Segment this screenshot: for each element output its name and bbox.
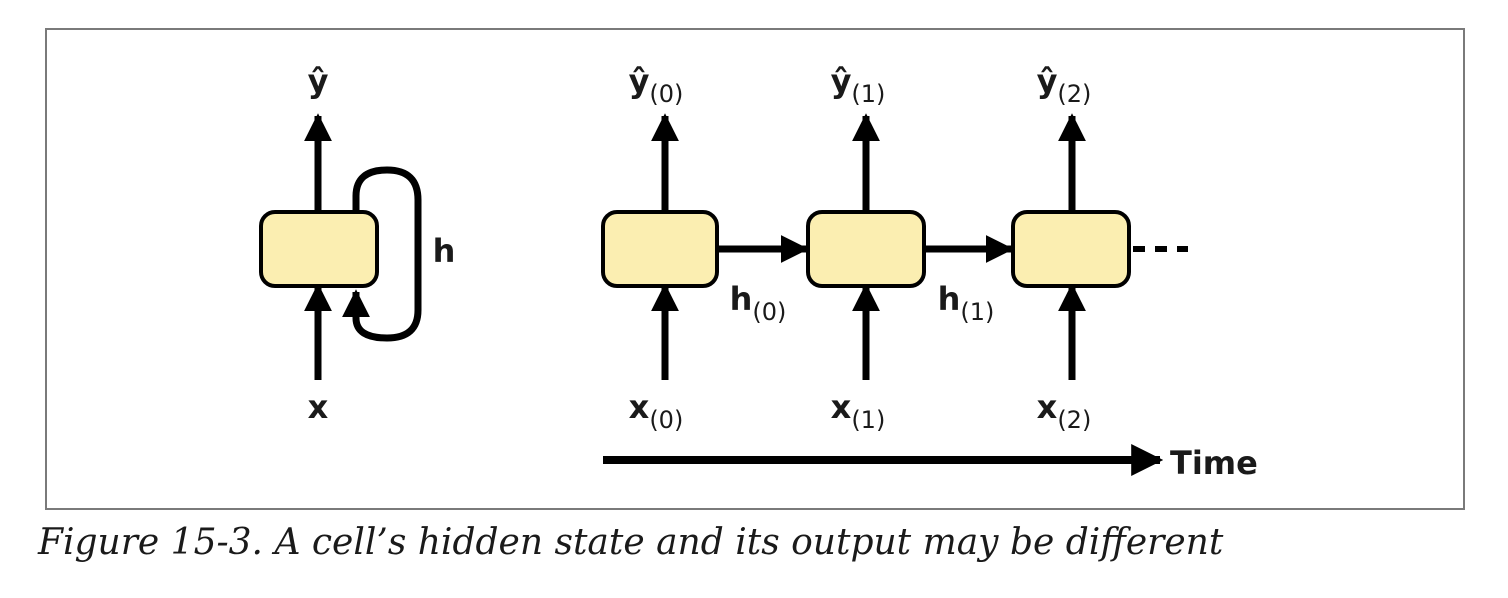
output-label-0: ŷ(0) <box>629 62 684 108</box>
output-label-2-main: ŷ <box>1037 62 1058 100</box>
hidden-label-0: h(0) <box>730 280 787 326</box>
input-label-2: x(2) <box>1037 388 1092 434</box>
input-label-2-main: x <box>1037 388 1058 426</box>
input-label-0: x(0) <box>629 388 684 434</box>
unrolled-group: ŷ(0) x(0) ŷ(1) x(1) ŷ(2) <box>601 62 1258 482</box>
input-label-1-main: x <box>831 388 852 426</box>
folded-output-label: ŷ <box>308 62 329 100</box>
time-step-2: ŷ(2) x(2) <box>1011 62 1131 434</box>
time-axis-label: Time <box>1170 444 1258 482</box>
output-label-1-main: ŷ <box>831 62 852 100</box>
output-label-1-sub: (1) <box>851 80 885 108</box>
cell-2 <box>1011 210 1131 288</box>
time-step-0: ŷ(0) x(0) <box>601 62 719 434</box>
output-label-2-sub: (2) <box>1057 80 1091 108</box>
recurrent-loop-arrow <box>342 166 422 342</box>
folded-hidden-label: h <box>433 232 456 270</box>
folded-cell-group: ŷ x h <box>259 62 456 426</box>
input-label-0-main: x <box>629 388 650 426</box>
hidden-label-1-sub: (1) <box>960 298 994 326</box>
hidden-label-0-sub: (0) <box>752 298 786 326</box>
output-label-0-sub: (0) <box>649 80 683 108</box>
hidden-label-1-main: h <box>938 280 961 318</box>
hidden-label-1: h(1) <box>938 280 995 326</box>
input-label-2-sub: (2) <box>1057 406 1091 434</box>
figure-caption: Figure 15-3. A cell’s hidden state and i… <box>38 522 1224 563</box>
figure-frame <box>45 28 1465 510</box>
folded-cell <box>259 210 379 288</box>
hidden-label-0-main: h <box>730 280 753 318</box>
output-label-1: ŷ(1) <box>831 62 886 108</box>
time-step-1: ŷ(1) x(1) <box>806 62 926 434</box>
cell-1 <box>806 210 926 288</box>
input-label-0-sub: (0) <box>649 406 683 434</box>
cell-0 <box>601 210 719 288</box>
output-label-2: ŷ(2) <box>1037 62 1092 108</box>
input-label-1-sub: (1) <box>851 406 885 434</box>
input-label-1: x(1) <box>831 388 886 434</box>
output-label-0-main: ŷ <box>629 62 650 100</box>
folded-input-label: x <box>308 388 329 426</box>
